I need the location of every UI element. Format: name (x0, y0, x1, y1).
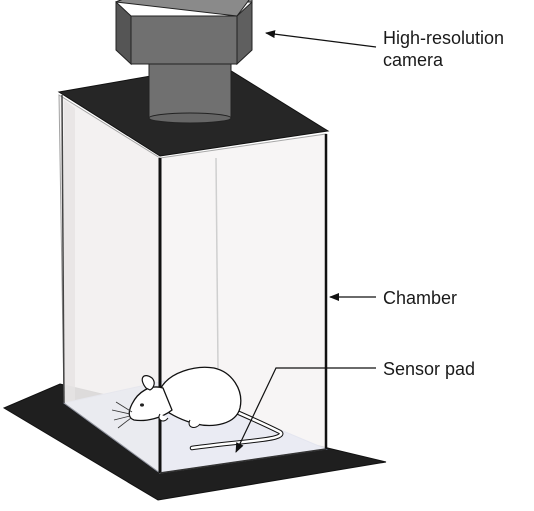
camera-pointer-arrow (265, 30, 377, 48)
chamber-label: Chamber (383, 288, 458, 308)
sensor-pad-pointer-arrow (235, 367, 376, 453)
annotation-arrows (235, 30, 377, 453)
chamber (58, 94, 328, 474)
mouse-icon (111, 366, 284, 451)
camera-label: High-resolution camera (383, 27, 504, 71)
camera-label-line1: High-resolution (383, 28, 505, 48)
camera-icon (115, 0, 253, 124)
sensor-pad-label: Sensor pad (383, 359, 476, 379)
camera-label-line2: camera (383, 50, 444, 70)
